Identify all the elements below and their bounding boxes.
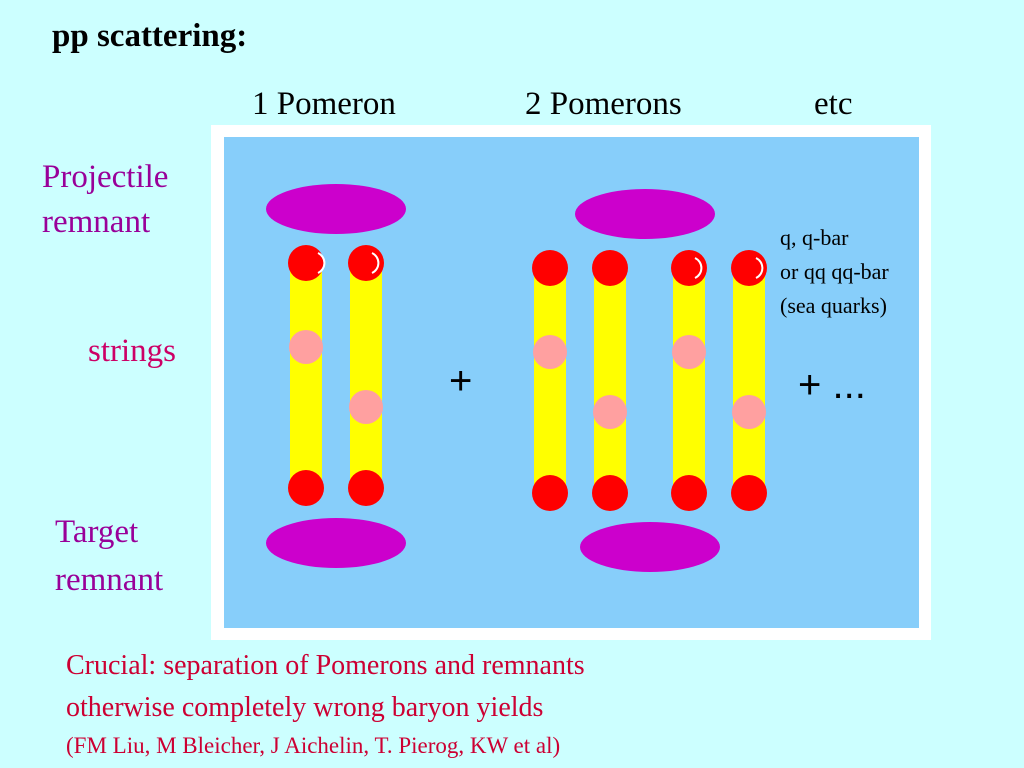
footer-line-2: otherwise completely wrong baryon yields (66, 692, 544, 723)
projectile-remnant-label: Projectile remnant (42, 155, 168, 245)
strings-label: strings (88, 333, 177, 369)
projectile-label-line-2: remnant (42, 204, 151, 240)
column-heading-etc: etc (814, 86, 853, 122)
string-kink (289, 330, 323, 364)
string-5 (673, 268, 705, 493)
quark-end (592, 250, 628, 286)
quark-end (532, 475, 568, 511)
string-4 (594, 268, 626, 493)
page-title: pp scattering: (52, 18, 248, 54)
footer-citation: (FM Liu, M Bleicher, J Aichelin, T. Pier… (66, 733, 561, 758)
string-kink (349, 390, 383, 424)
string-2 (350, 263, 382, 488)
string-1 (290, 263, 322, 488)
string-kink (732, 395, 766, 429)
string-kink (533, 335, 567, 369)
antiquark-mark (755, 257, 764, 279)
quark-end (288, 245, 324, 281)
footer-line-1: Crucial: separation of Pomerons and remn… (66, 650, 585, 681)
sea-quark-annotation-line-3: (sea quarks) (780, 293, 887, 318)
quark-end (532, 250, 568, 286)
target-label-line-1: Target (55, 514, 139, 550)
antiquark-mark (371, 252, 380, 274)
remnant-ellipse-projectile-1 (266, 184, 406, 234)
column-heading-1-pomeron: 1 Pomeron (252, 86, 396, 122)
string-kink (593, 395, 627, 429)
string-3 (534, 268, 566, 493)
plus-etc-sign: + ... (798, 363, 866, 407)
remnant-ellipse-target-2 (580, 522, 720, 572)
target-remnant-label: Target remnant (55, 508, 163, 604)
quark-end (731, 475, 767, 511)
antiquark-mark (317, 252, 326, 274)
quark-end (592, 475, 628, 511)
target-label-line-2: remnant (55, 562, 164, 598)
remnant-ellipse-projectile-2 (575, 189, 715, 239)
quark-end (671, 475, 707, 511)
remnant-ellipse-target-1 (266, 518, 406, 568)
quark-end (348, 470, 384, 506)
quark-end (288, 470, 324, 506)
projectile-label-line-1: Projectile (42, 159, 169, 195)
sea-quark-annotation-line-2: or qq qq-bar (780, 259, 889, 284)
string-kink (672, 335, 706, 369)
sea-quark-annotation-line-1: q, q-bar (780, 225, 849, 250)
column-heading-2-pomerons: 2 Pomerons (525, 86, 682, 122)
antiquark-mark (694, 257, 703, 279)
plus-sign: + (449, 359, 472, 403)
string-6 (733, 268, 765, 493)
